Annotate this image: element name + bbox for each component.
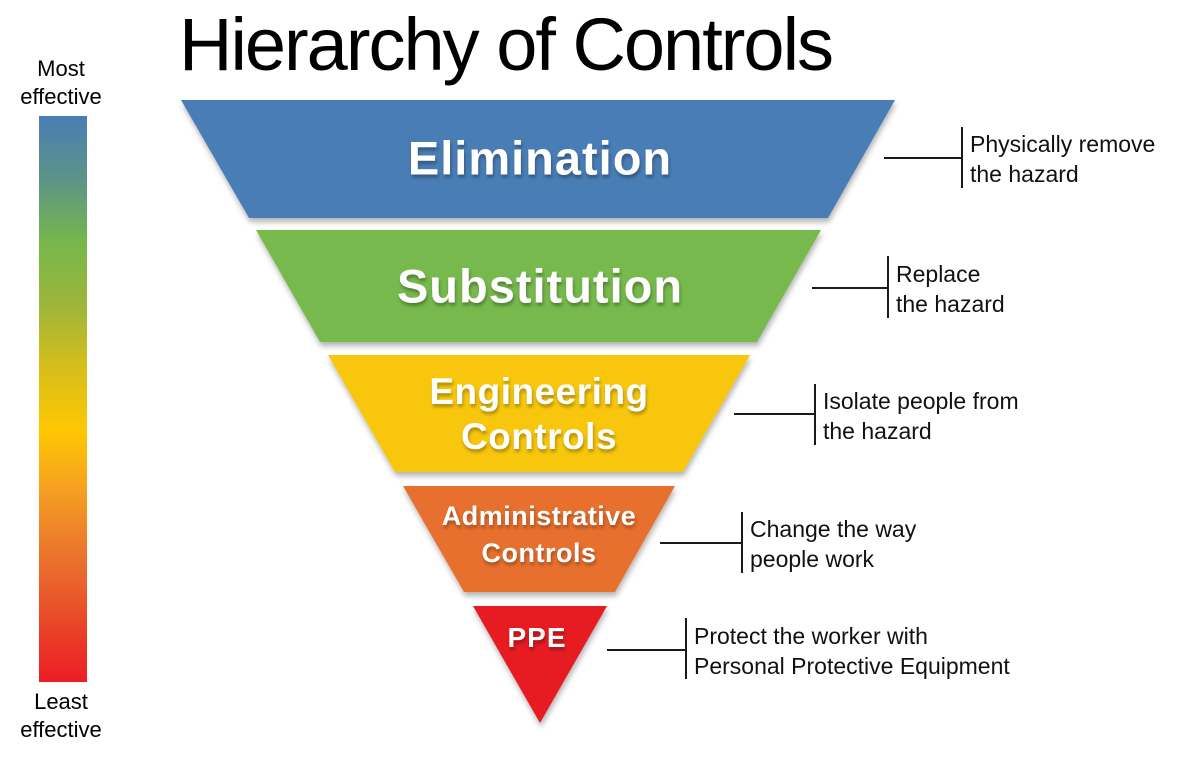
pyramid-band-ppe [473, 606, 607, 723]
least-effective-label-line: Least [34, 689, 88, 714]
callout-connector-line [734, 413, 814, 415]
callout-tick-line [741, 512, 743, 573]
pyramid-band-administrative-controls [403, 486, 675, 592]
callout-connector-line [660, 542, 741, 544]
band-label-line: Controls [481, 538, 597, 568]
pyramid-band-elimination [181, 100, 895, 218]
callout-tick-line [814, 384, 816, 445]
band-label-elimination: Elimination [407, 131, 673, 185]
least-effective-label-line: effective [20, 717, 102, 742]
band-label-ppe: PPE [507, 622, 567, 653]
callout-tick-line [887, 256, 889, 318]
callout-text-line: Change the way [750, 516, 917, 542]
pyramid-band-substitution [256, 230, 821, 342]
band-label-line: Controls [460, 416, 618, 457]
callout-text-line: Isolate people from [823, 388, 1019, 414]
callout-connector-line [607, 649, 685, 651]
band-label-substitution: Substitution [396, 259, 684, 313]
band-label-engineering-controls: Engineering Controls [429, 369, 648, 459]
least-effective-label: Least effective [2, 688, 120, 744]
callout-text: Physically remove the hazard [970, 129, 1155, 189]
callout-text-line: people work [750, 546, 875, 572]
callout-text: Replace the hazard [896, 259, 1005, 319]
callout-connector-line [812, 287, 887, 289]
band-label-line: Administrative [441, 501, 637, 531]
callout-text: Isolate people from the hazard [823, 386, 1019, 446]
most-effective-label: Most effective [2, 55, 120, 111]
band-label-line: Engineering [429, 371, 649, 412]
band-label-administrative-controls: Administrative Controls [442, 498, 637, 572]
callout-text: Protect the worker with Personal Protect… [694, 621, 1010, 681]
callout-text-line: the hazard [896, 291, 1005, 317]
most-effective-label-line: Most [37, 56, 85, 81]
callout-text-line: the hazard [970, 161, 1079, 187]
callout-text: Change the way people work [750, 514, 916, 574]
page-title: Hierarchy of Controls [179, 3, 834, 86]
callout-text-line: the hazard [823, 418, 932, 444]
callout-text-line: Personal Protective Equipment [694, 653, 1010, 679]
callout-text-line: Physically remove [970, 131, 1156, 157]
callout-text-line: Protect the worker with [694, 623, 928, 649]
most-effective-label-line: effective [20, 84, 102, 109]
pyramid-band-engineering-controls [328, 355, 750, 472]
effectiveness-gradient-bar [39, 116, 87, 682]
callout-text-line: Replace [896, 261, 981, 287]
callout-tick-line [961, 127, 963, 188]
callout-tick-line [685, 618, 687, 679]
callout-connector-line [884, 157, 961, 159]
